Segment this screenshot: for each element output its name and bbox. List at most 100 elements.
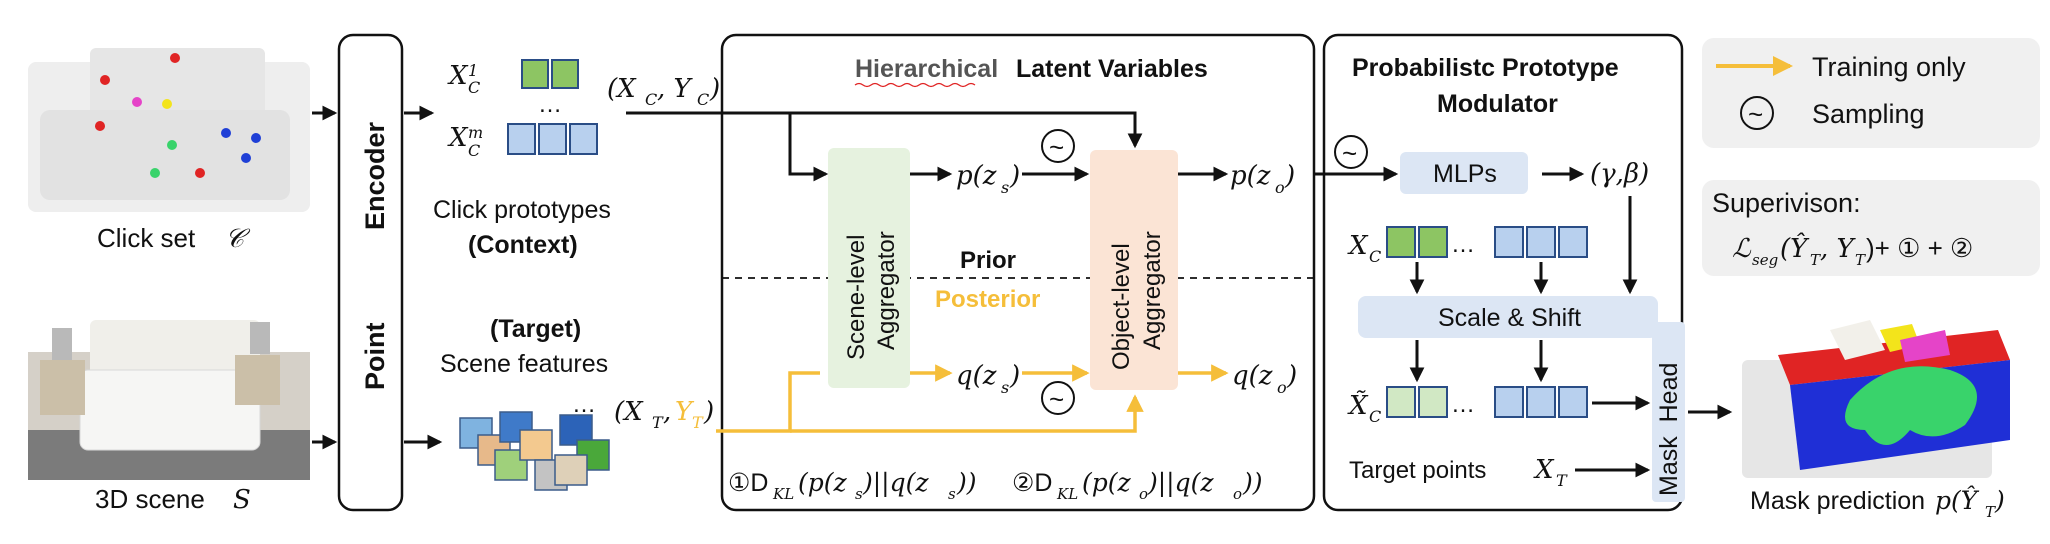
click-point <box>251 133 261 143</box>
click-point <box>100 75 110 85</box>
loss-arg2: , Y <box>1820 234 1857 264</box>
target-pair-sub1: T <box>652 413 664 432</box>
mask-prediction-image <box>1742 320 2010 478</box>
scene-label: 3D scene <box>95 484 205 514</box>
click-prototypes-label: Click prototypes <box>433 196 611 224</box>
context-pair-close: ) <box>709 74 720 104</box>
qzs-label: q(z <box>956 361 997 391</box>
object-agg-label1: Object-level <box>1108 243 1135 370</box>
click-point <box>132 97 142 107</box>
scene-features-label: Scene features <box>440 350 608 378</box>
mask-prediction-formula: p(Ŷ <box>1935 486 1980 515</box>
target-pair-mid: , <box>663 397 671 427</box>
target-pair-close: ) <box>703 397 714 427</box>
xcm-sub: C <box>468 141 480 160</box>
3d-scene-image <box>28 320 310 480</box>
mask-head-label: Mask Head <box>1655 363 1683 496</box>
xc1-sub: C <box>468 78 480 97</box>
blue-feature-cell <box>538 123 567 155</box>
click-point <box>162 99 172 109</box>
mlps-label: MLPs <box>1433 160 1497 188</box>
kl1-s1: s <box>855 485 863 503</box>
click-point <box>195 168 205 178</box>
qzo-sub: o <box>1277 378 1287 397</box>
loss-sub: seg <box>1752 251 1778 269</box>
click-point <box>167 140 177 150</box>
target-pair-y: Y <box>675 397 695 427</box>
kl1-rest: (p(z <box>798 468 848 497</box>
svg-text:~: ~ <box>1049 132 1064 162</box>
kl1-prefix: ①D <box>728 469 768 497</box>
mask-prediction-close: ) <box>1994 486 2005 515</box>
supervision-panel <box>1702 180 2040 276</box>
sampling-icon: ~ <box>1334 135 1368 169</box>
loss-arg1: (Ŷ <box>1780 232 1810 264</box>
object-level-aggregator <box>1090 150 1178 390</box>
xc-ellipsis: … <box>1451 231 1475 258</box>
arrow-target-to-object-agg <box>790 394 1144 433</box>
xcm-symbol: X <box>447 123 469 153</box>
sampling-icon: ~ <box>1041 129 1075 163</box>
target-ellipsis: … <box>572 391 596 418</box>
svg-text:~: ~ <box>1748 99 1763 129</box>
point-encoder-box <box>337 33 404 512</box>
xct-sub: C <box>1369 407 1381 426</box>
target-pair-sub2: T <box>692 413 704 432</box>
kl1-mid: )||q(z <box>862 468 929 498</box>
kl2-rest: (p(z <box>1082 468 1132 497</box>
target-points-label: Target points <box>1349 457 1486 484</box>
click-set-label: Click set <box>97 223 196 253</box>
modulated-green-cell <box>1418 386 1448 418</box>
context-pair-sub2: C <box>697 90 709 109</box>
target-label: (Target) <box>490 315 581 343</box>
kl2-s1: o <box>1139 485 1148 503</box>
click-set-image <box>28 48 310 212</box>
modulated-green-cell <box>1386 386 1416 418</box>
legend-sampling-label: Sampling <box>1812 99 1925 129</box>
loss-arg1-sub: T <box>1810 251 1821 269</box>
modulator-title2: Modulator <box>1437 90 1558 118</box>
encoder-word-encoder: Encoder <box>360 121 390 230</box>
xt-sub: T <box>1556 471 1568 490</box>
svg-text:~: ~ <box>1049 384 1064 414</box>
modulated-blue-cell <box>1558 386 1588 418</box>
arrow-context-to-scene-agg <box>788 113 829 182</box>
legend-sampling-icon: ~ <box>1740 96 1774 130</box>
object-agg-label2: Aggregator <box>1139 231 1166 350</box>
xc1-symbol: X <box>447 61 469 91</box>
modulated-blue-cell <box>1494 386 1524 418</box>
context-pair-sub1: C <box>645 90 657 109</box>
loss-arg2-sub: T <box>1855 251 1866 269</box>
green-feature-cell <box>1418 226 1448 258</box>
click-point <box>241 153 251 163</box>
kl1-end: )) <box>956 468 977 497</box>
scene-agg-label1: Scene-level <box>843 235 870 360</box>
kl1-sub: KL <box>772 485 794 503</box>
context-label: (Context) <box>468 231 578 259</box>
hier-title-rest: Latent Variables <box>1016 55 1208 83</box>
pzo-label: p(z <box>1230 161 1271 191</box>
pzo-sub: o <box>1275 178 1285 197</box>
blue-feature-cell <box>569 123 598 155</box>
qzs-close: ) <box>1009 361 1020 391</box>
scene-feature-stack <box>459 411 610 491</box>
svg-text:~: ~ <box>1342 138 1357 168</box>
click-point <box>170 53 180 63</box>
supervision-title: Superivison: <box>1712 188 1861 218</box>
xc1-sup: 1 <box>468 61 478 80</box>
qzo-label: q(z <box>1232 361 1273 391</box>
modulator-title1: Probabilistc Prototype <box>1352 54 1619 82</box>
pzs-close: ) <box>1009 161 1020 191</box>
pzs-label: p(z <box>956 161 997 191</box>
qzo-close: ) <box>1286 361 1297 391</box>
xct-symbol: X̃ <box>1347 390 1369 421</box>
arrow-context-to-object-agg <box>626 111 1143 149</box>
kl2-end: )) <box>1242 468 1263 497</box>
target-pair-open: (X <box>614 397 644 427</box>
xcm-sup: m <box>468 123 483 142</box>
qzs-sub: s <box>1001 378 1009 397</box>
legend-training-label: Training only <box>1812 52 1966 82</box>
posterior-label: Posterior <box>935 286 1040 313</box>
kl2-sub: KL <box>1056 485 1078 503</box>
